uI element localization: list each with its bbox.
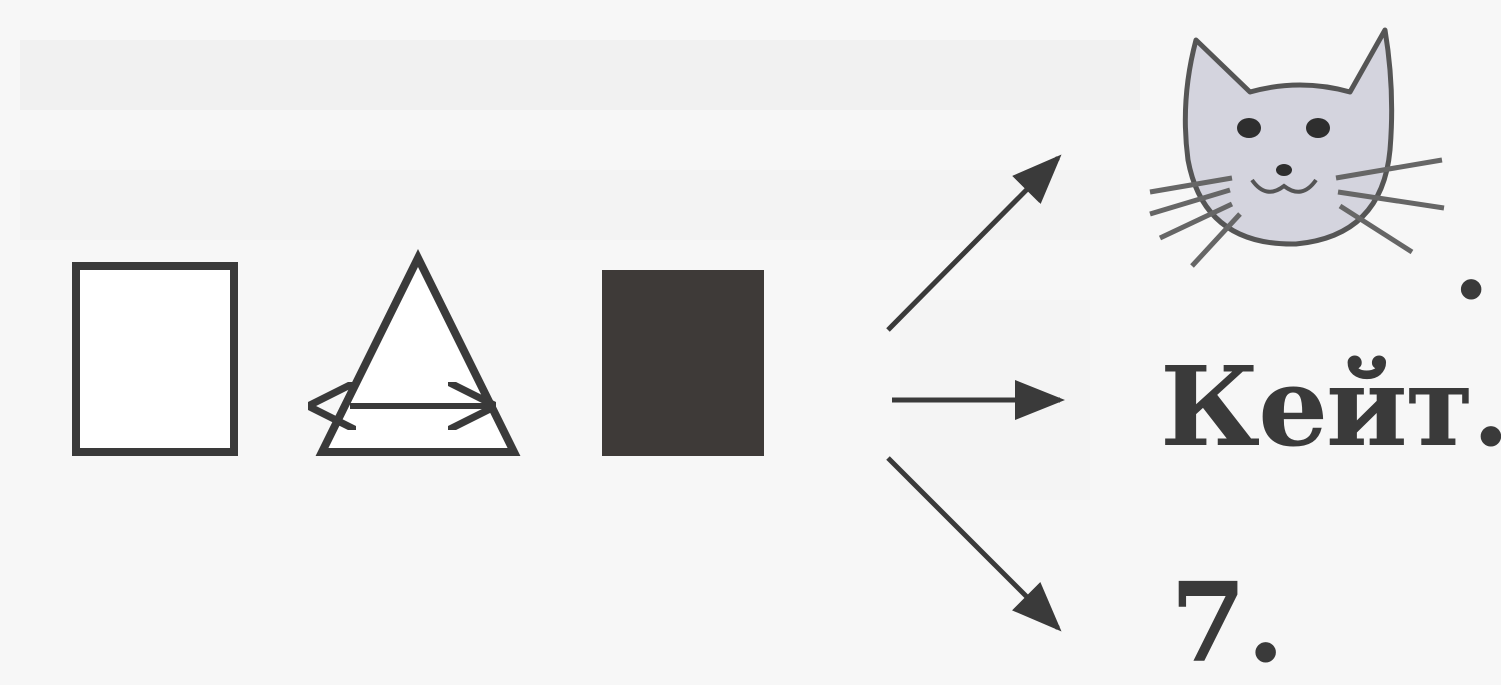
cat-period: . (1452, 205, 1490, 315)
cat-face-icon (1150, 30, 1444, 266)
arrow-up-right (888, 158, 1058, 330)
triangle-arrow-symbol (322, 258, 514, 452)
number-label: 7. (1170, 568, 1285, 678)
empty-square-symbol (76, 266, 234, 452)
name-label: Кейт. (1160, 352, 1501, 462)
arrow-down-right (888, 458, 1058, 628)
filled-square-symbol (602, 270, 764, 456)
